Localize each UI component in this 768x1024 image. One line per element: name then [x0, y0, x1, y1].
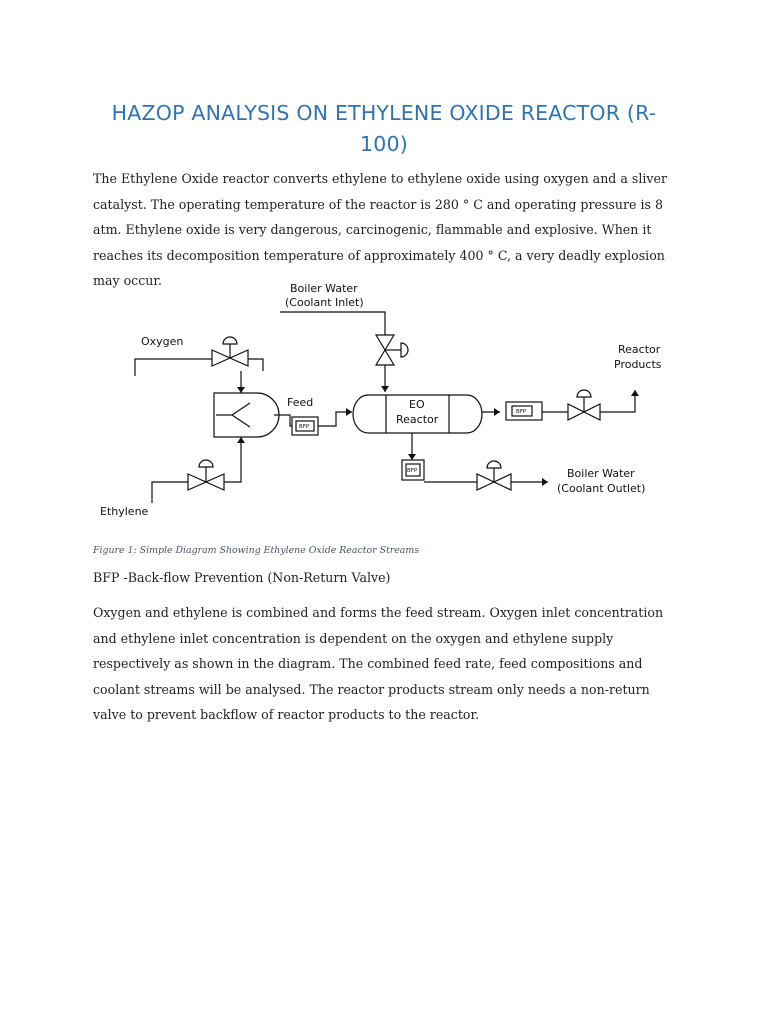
bfp-tag: BFP — [407, 468, 418, 474]
coolant-arrow-icon — [381, 386, 389, 392]
feed-arrow-icon — [346, 408, 352, 416]
reactor-products-sublabel: Products — [614, 358, 662, 371]
feed-bfp-valve: BFP — [291, 416, 319, 436]
ethylene-label: Ethylene — [100, 505, 149, 518]
ethylene-valve — [187, 459, 225, 491]
oxygen-line — [134, 358, 212, 376]
body-paragraph: Oxygen and ethylene is combined and form… — [93, 605, 664, 722]
feed-line-2 — [318, 411, 352, 427]
feed-line-1 — [274, 414, 292, 427]
coolant-inlet-line — [280, 311, 386, 335]
mixer-vessel — [213, 392, 280, 438]
feed-label: Feed — [287, 396, 313, 409]
product-outlet-arrow-icon — [631, 390, 639, 396]
coolant-outlet-sublabel: (Coolant Outlet) — [557, 482, 645, 495]
bfp-definition: BFP -Back-flow Prevention (Non-Return Va… — [93, 570, 391, 585]
reactor-products-label: Reactor — [618, 343, 661, 356]
oxygen-label: Oxygen — [141, 335, 183, 348]
figure-caption: Figure 1: Simple Diagram Showing Ethylen… — [93, 545, 420, 556]
oxygen-valve — [211, 336, 249, 367]
coolant-inlet-valve — [374, 334, 409, 366]
coolant-inlet-label: Boiler Water — [290, 282, 358, 295]
process-flow-diagram: BFP BFP — [100, 282, 662, 518]
intro-paragraph: The Ethylene Oxide reactor converts ethy… — [93, 171, 667, 288]
bfp-tag: BFP — [299, 424, 310, 430]
eo-reactor — [352, 394, 483, 434]
product-arrow-icon — [494, 408, 500, 416]
product-line-3 — [600, 390, 636, 413]
product-bfp-valve: BFP — [505, 401, 543, 421]
ethylene-to-mixer-line — [224, 437, 242, 483]
coolant-outlet-valve — [476, 460, 512, 491]
ethylene-line — [151, 481, 188, 503]
mixer-symbol — [216, 402, 251, 428]
product-control-valve — [567, 389, 601, 421]
coolant-bfp-valve: BFP — [401, 459, 425, 481]
coolant-outlet-label: Boiler Water — [567, 467, 635, 480]
ethylene-arrow-icon — [237, 437, 245, 443]
coolant-outlet-arrow-icon — [408, 454, 416, 460]
reactor-label: EO — [409, 398, 425, 411]
coolant-outlet-end-arrow-icon — [542, 478, 548, 486]
bfp-tag: BFP — [516, 409, 527, 415]
coolant-inlet-sublabel: (Coolant Inlet) — [285, 296, 364, 309]
reactor-sublabel: Reactor — [396, 413, 439, 426]
oxygen-arrow-icon — [237, 387, 245, 393]
page-title: HAZOP ANALYSIS ON ETHYLENE OXIDE REACTOR… — [111, 101, 657, 156]
